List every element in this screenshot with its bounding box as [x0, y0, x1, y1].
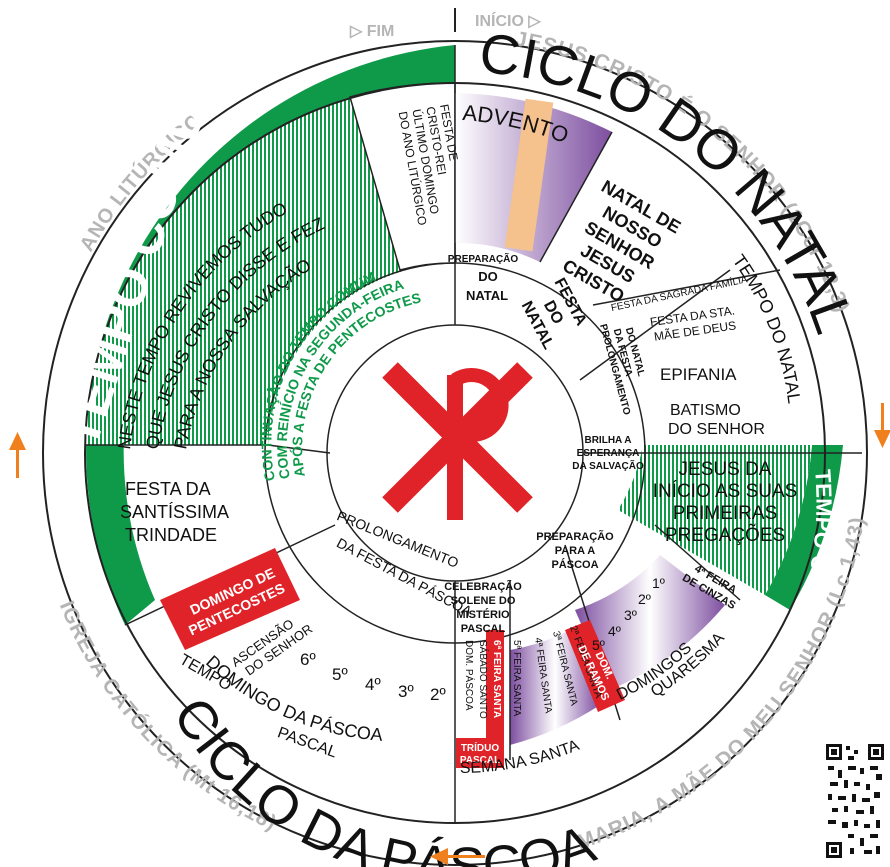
jesus-inicio-label: JESUS DA INÍCIO AS SUAS PRIMEIRAS PREGAÇ… [653, 459, 798, 546]
svg-text:5º: 5º [592, 637, 605, 653]
svg-text:6º: 6º [300, 650, 316, 669]
svg-text:3º: 3º [398, 682, 414, 701]
preparacao-natal-label: PREPARAÇÃO DO NATAL [448, 252, 519, 303]
svg-text:5ª FEIRA SANTA: 5ª FEIRA SANTA [511, 640, 522, 717]
pentecostes-block [160, 548, 300, 650]
svg-text:4º: 4º [608, 623, 621, 639]
svg-text:5º: 5º [332, 665, 348, 684]
svg-text:PREGAÇÕES: PREGAÇÕES [665, 524, 785, 546]
svg-text:MISTÉRIO: MISTÉRIO [456, 608, 510, 621]
svg-text:CELEBRAÇÃO: CELEBRAÇÃO [444, 580, 522, 593]
svg-text:BATISMO: BATISMO [670, 402, 741, 419]
svg-text:TRINDADE: TRINDADE [125, 525, 217, 545]
pascoa-sundays: 6º 5º 4º 3º 2º [300, 650, 446, 704]
preparacao-pascoa-label: PREPARAÇÃO PARA A PÁSCOA [536, 530, 614, 571]
svg-text:PASCAL: PASCAL [461, 623, 506, 635]
svg-text:PREPARAÇÃO: PREPARAÇÃO [448, 252, 519, 265]
svg-text:BRILHA A: BRILHA A [584, 435, 631, 446]
triduo-label: TRÍDUO PASCAL [460, 741, 500, 766]
sexta-feira-santa-block [486, 630, 504, 740]
svg-text:3º: 3º [624, 607, 637, 623]
svg-text:2º: 2º [638, 591, 651, 607]
svg-text:PASCAL: PASCAL [460, 755, 500, 766]
qr-code-icon [824, 742, 886, 862]
svg-text:PRIMEIRAS: PRIMEIRAS [673, 503, 778, 524]
svg-text:SOLENE DO: SOLENE DO [451, 595, 516, 607]
brilha-label: BRILHA A ESPERANÇA DA SALVAÇÃO [572, 435, 644, 472]
svg-text:ESPERANÇA: ESPERANÇA [577, 448, 640, 459]
svg-text:DOM. PÁSCOA: DOM. PÁSCOA [463, 640, 476, 711]
svg-text:2º: 2º [430, 685, 446, 704]
svg-text:JESUS DA: JESUS DA [679, 459, 772, 480]
epifania-label: EPIFANIA [660, 365, 737, 384]
svg-text:NATAL: NATAL [466, 288, 508, 303]
tempo-comum-stripes [85, 82, 455, 445]
svg-text:PREPARAÇÃO: PREPARAÇÃO [536, 530, 614, 543]
svg-text:1º: 1º [652, 575, 665, 591]
chi-rho-icon [382, 362, 533, 520]
celebracao-label: CELEBRAÇÃO SOLENE DO MISTÉRIO PASCAL [444, 580, 522, 635]
inicio-label: INÍCIO ▷ [475, 11, 541, 30]
trindade-label: FESTA DA SANTÍSSIMA TRINDADE [120, 479, 229, 545]
fim-label: ▷ FIM [349, 23, 394, 40]
svg-text:SÁBADO SANTO: SÁBADO SANTO [477, 640, 490, 719]
svg-text:PÁSCOA: PÁSCOA [551, 558, 598, 571]
svg-text:DO SENHOR: DO SENHOR [668, 421, 765, 438]
svg-text:4º: 4º [365, 675, 381, 694]
svg-text:SANTÍSSIMA: SANTÍSSIMA [120, 502, 229, 522]
svg-text:PARA A: PARA A [555, 545, 596, 557]
svg-text:6ª FEIRA SANTA: 6ª FEIRA SANTA [491, 640, 502, 718]
dom-ramos-block [565, 620, 625, 712]
jesus-inicio-stripes [618, 445, 812, 595]
tempo-comum-band [86, 45, 455, 625]
triduo-block [456, 738, 504, 768]
quaresma-segment [575, 555, 725, 690]
quaresma-sundays: 5º 4º 3º 2º 1º [592, 575, 665, 653]
direction-arrow-icon [9, 403, 890, 865]
svg-text:INÍCIO AS SUAS: INÍCIO AS SUAS [653, 481, 798, 502]
batismo-label: BATISMO DO SENHOR [668, 402, 765, 438]
svg-text:TRÍDUO: TRÍDUO [461, 741, 500, 754]
svg-text:DO: DO [478, 269, 498, 284]
svg-text:FESTA DA: FESTA DA [125, 479, 211, 499]
svg-text:DA SALVAÇÃO: DA SALVAÇÃO [572, 459, 644, 472]
